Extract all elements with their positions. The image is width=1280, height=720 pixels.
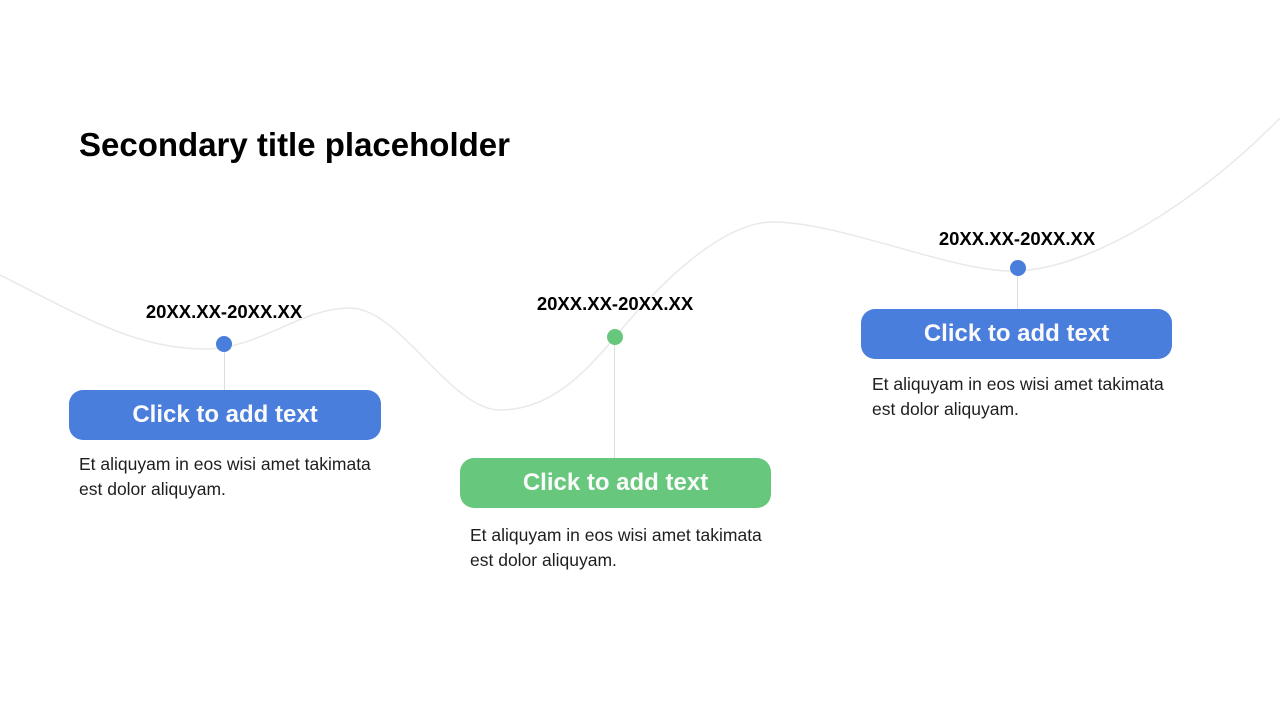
timeline-body-2[interactable]: Et aliquyam in eos wisi amet takimata es… [470,525,762,570]
add-text-button-3[interactable]: Click to add text [861,309,1172,359]
timeline-connector-2 [614,345,615,458]
timeline-date-2[interactable]: 20XX.XX-20XX.XX [536,293,694,314]
timeline-connector-1 [224,352,225,390]
timeline-connector-3 [1017,276,1018,309]
timeline-dot-2 [607,329,623,345]
slide-title[interactable]: Secondary title placeholder [79,126,510,163]
timeline-date-1[interactable]: 20XX.XX-20XX.XX [145,301,303,322]
add-text-button-1[interactable]: Click to add text [69,390,381,440]
timeline-body-1[interactable]: Et aliquyam in eos wisi amet takimata es… [79,454,371,499]
timeline-body-3[interactable]: Et aliquyam in eos wisi amet takimata es… [872,374,1164,419]
timeline-dot-1 [216,336,232,352]
timeline-date-3[interactable]: 20XX.XX-20XX.XX [938,228,1096,249]
add-text-button-2[interactable]: Click to add text [460,458,771,508]
timeline-dot-3 [1010,260,1026,276]
